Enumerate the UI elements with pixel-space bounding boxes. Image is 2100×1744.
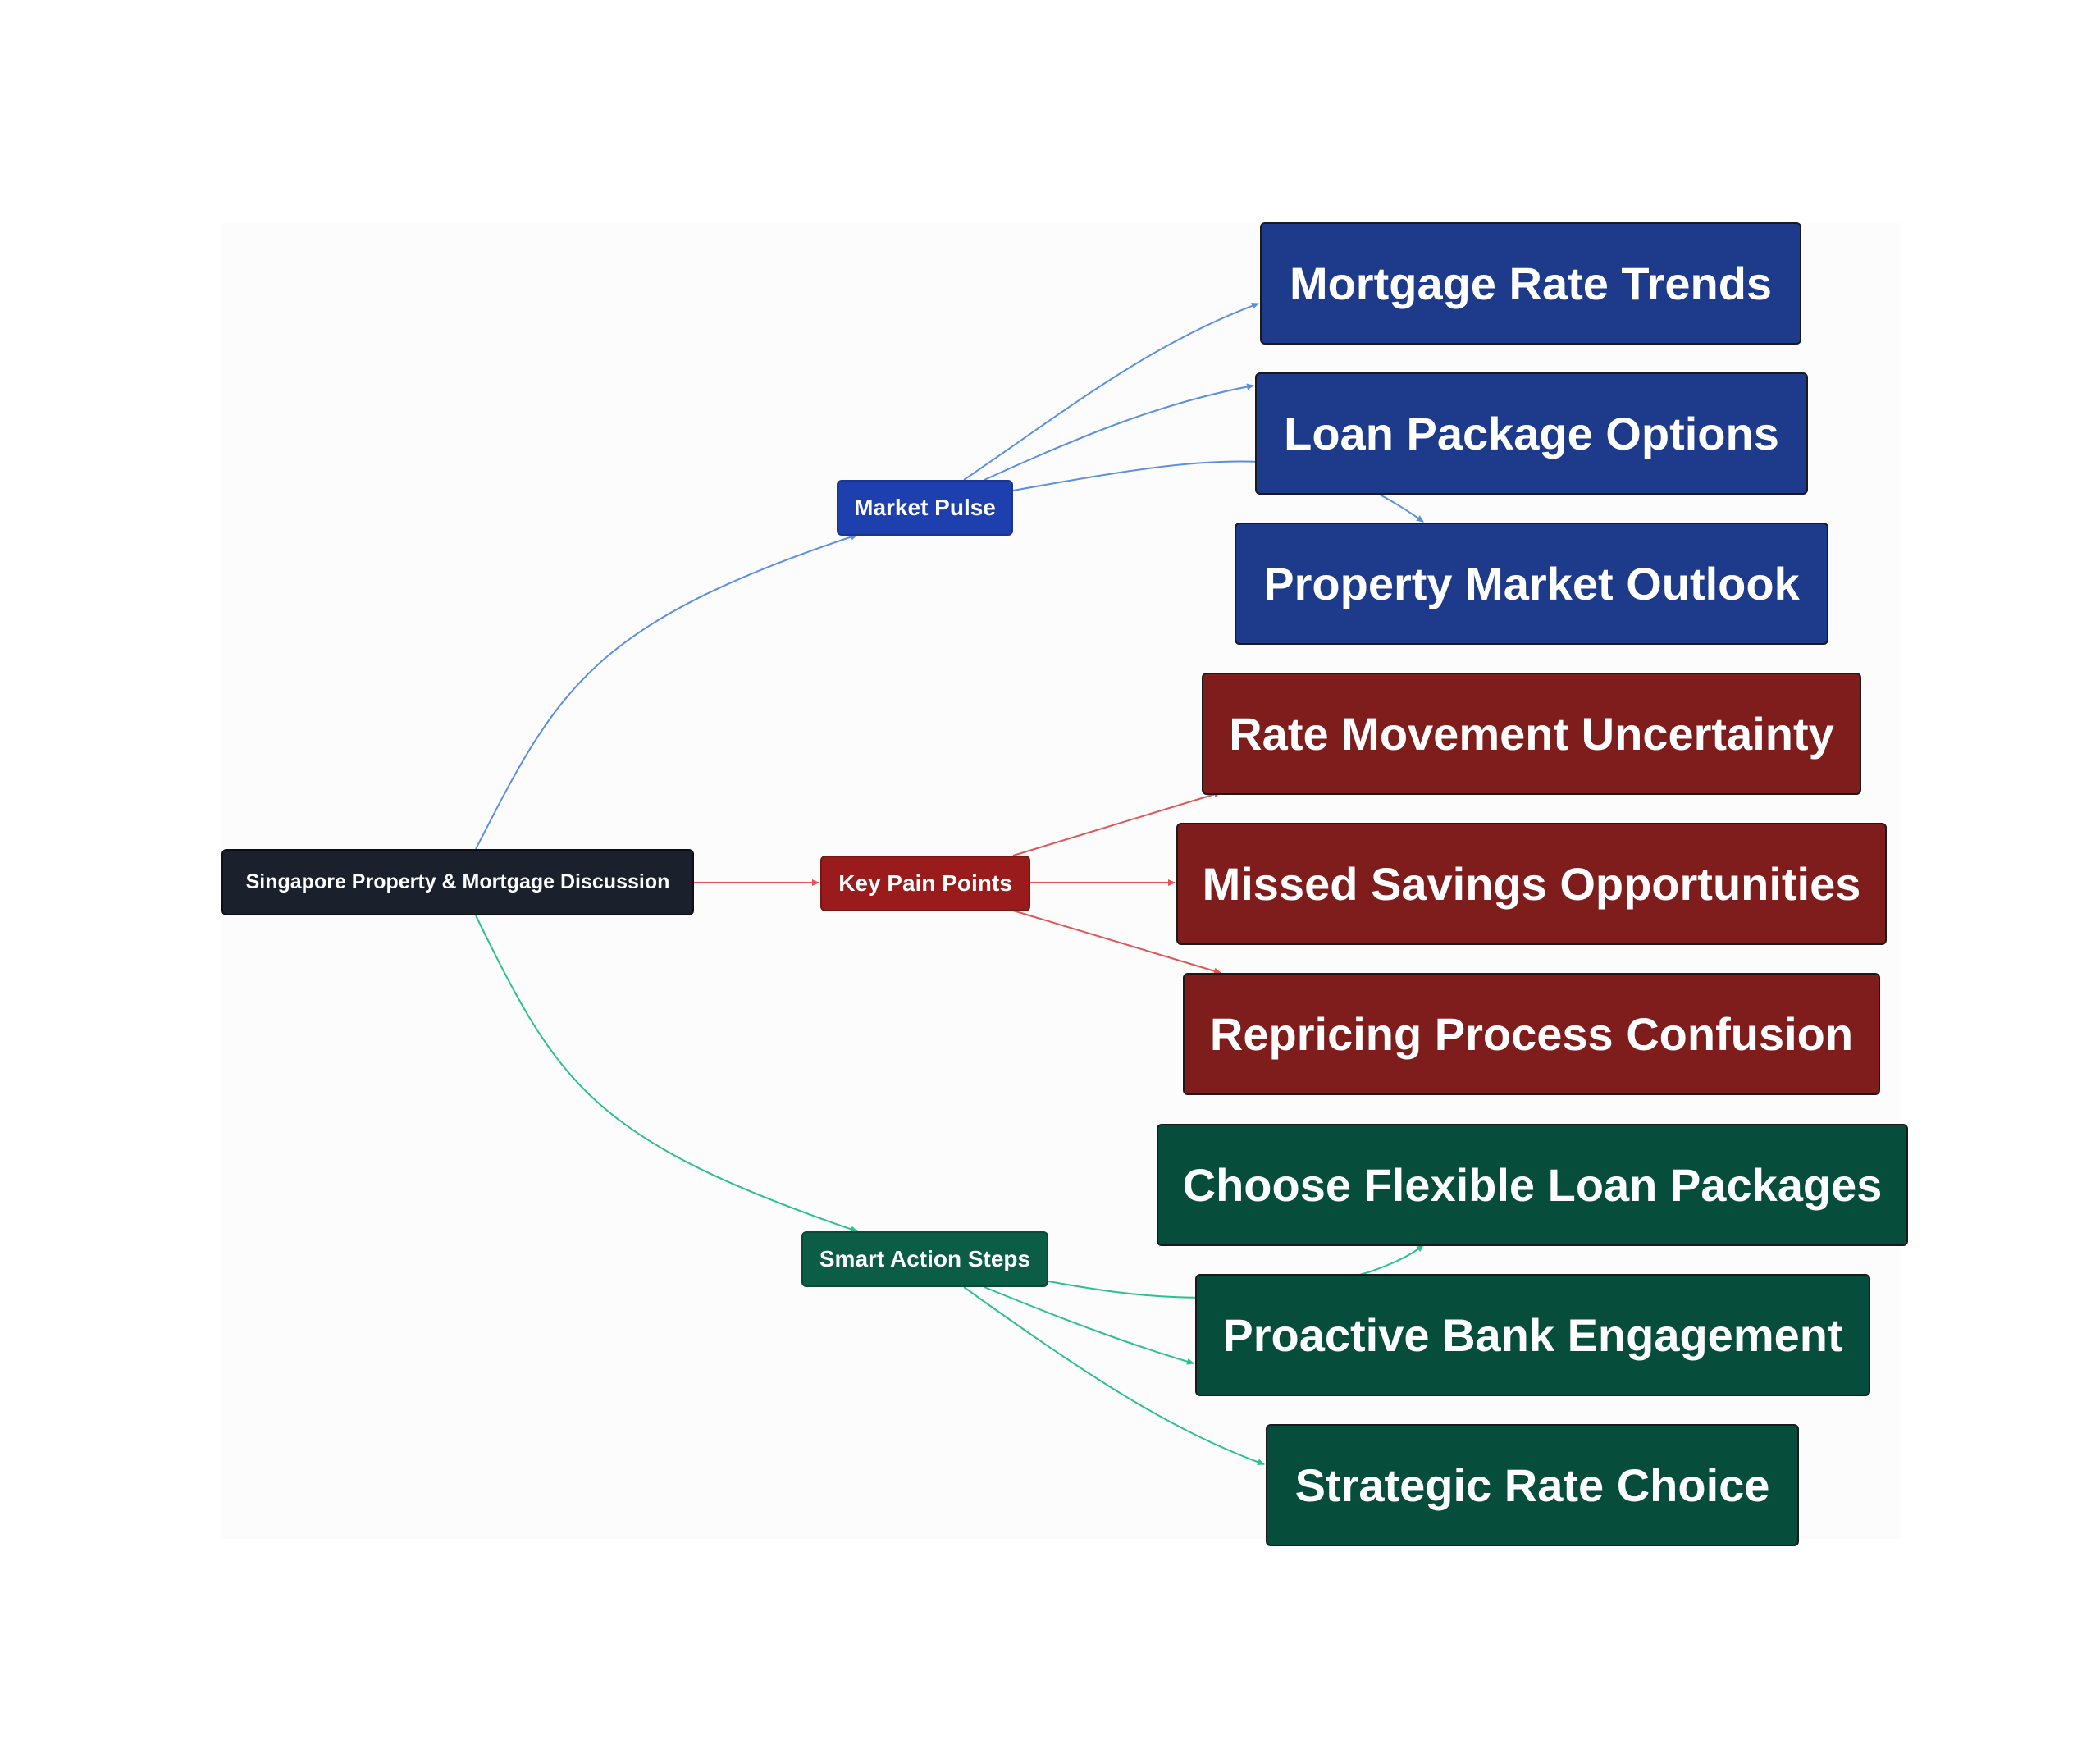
root-node[interactable]: Singapore Property & Mortgage Discussion — [221, 849, 694, 915]
leaf-node-loan-package-options[interactable]: Loan Package Options — [1255, 372, 1808, 495]
edge-root-smart-action-steps — [475, 915, 858, 1233]
leaf-node-strategic-rate-choice[interactable]: Strategic Rate Choice — [1266, 1424, 1799, 1546]
leaf-node-repricing-process-confusion[interactable]: Repricing Process Confusion — [1183, 973, 1880, 1095]
edge-smart-action-steps-proactive-bank-engagement — [984, 1286, 1194, 1365]
edge-market-pulse-loan-package-options — [984, 383, 1254, 481]
leaf-node-missed-savings-opportunities[interactable]: Missed Savings Opportunities — [1176, 823, 1887, 945]
branch-node-market-pulse[interactable]: Market Pulse — [837, 480, 1013, 536]
leaf-node-mortgage-rate-trends[interactable]: Mortgage Rate Trends — [1260, 222, 1801, 345]
edge-root-market-pulse — [475, 533, 858, 850]
edge-key-pain-points-repricing-process-confusion — [1012, 910, 1221, 975]
leaf-node-rate-movement-uncertainty[interactable]: Rate Movement Uncertainty — [1202, 673, 1861, 795]
edge-smart-action-steps-strategic-rate-choice — [963, 1286, 1265, 1466]
edge-key-pain-points-rate-movement-uncertainty — [1012, 791, 1221, 856]
leaf-node-choose-flexible-loan-packages[interactable]: Choose Flexible Loan Packages — [1157, 1124, 1908, 1246]
leaf-node-property-market-outlook[interactable]: Property Market Outlook — [1235, 523, 1828, 645]
edge-market-pulse-mortgage-rate-trends — [963, 303, 1259, 481]
branch-node-key-pain-points[interactable]: Key Pain Points — [820, 856, 1030, 911]
branch-node-smart-action-steps[interactable]: Smart Action Steps — [801, 1231, 1048, 1287]
leaf-node-proactive-bank-engagement[interactable]: Proactive Bank Engagement — [1195, 1274, 1870, 1396]
